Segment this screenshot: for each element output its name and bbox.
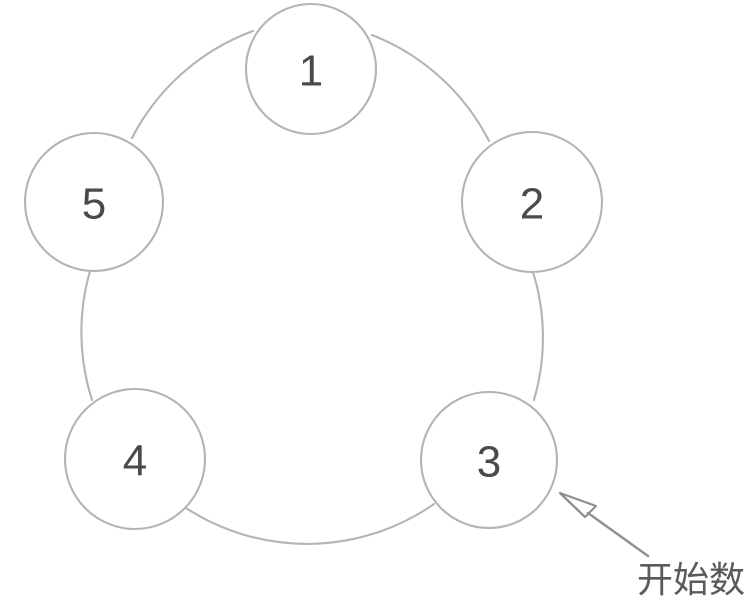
node-1-label: 1 (299, 47, 323, 96)
node-1-circle[interactable] (244, 2, 378, 136)
node-1[interactable]: 1 (244, 2, 378, 136)
node-5-circle[interactable] (23, 131, 165, 273)
node-3-label: 3 (477, 438, 501, 487)
node-3[interactable]: 3 (419, 390, 559, 530)
edge-2-to-3 (531, 270, 544, 402)
edge-4-to-5 (80, 269, 94, 402)
start-annotation: 开始数 (558, 491, 745, 601)
node-5[interactable]: 5 (23, 131, 165, 273)
node-4[interactable]: 4 (63, 387, 207, 531)
node-2-circle[interactable] (460, 130, 604, 274)
ring-edges (80, 29, 544, 545)
node-3-circle[interactable] (419, 390, 559, 530)
node-4-circle[interactable] (63, 387, 207, 531)
annotation-arrow-shaft (586, 511, 650, 558)
annotation-label: 开始数 (637, 560, 745, 601)
edge-3-to-4 (184, 502, 436, 545)
edge-1-to-2 (370, 33, 491, 143)
node-4-label: 4 (123, 437, 147, 486)
edge-5-to-1 (130, 29, 255, 140)
annotation-arrow-head-inner-icon (559, 492, 586, 518)
node-5-label: 5 (82, 180, 106, 229)
node-2[interactable]: 2 (460, 130, 604, 274)
node-2-label: 2 (520, 180, 544, 229)
